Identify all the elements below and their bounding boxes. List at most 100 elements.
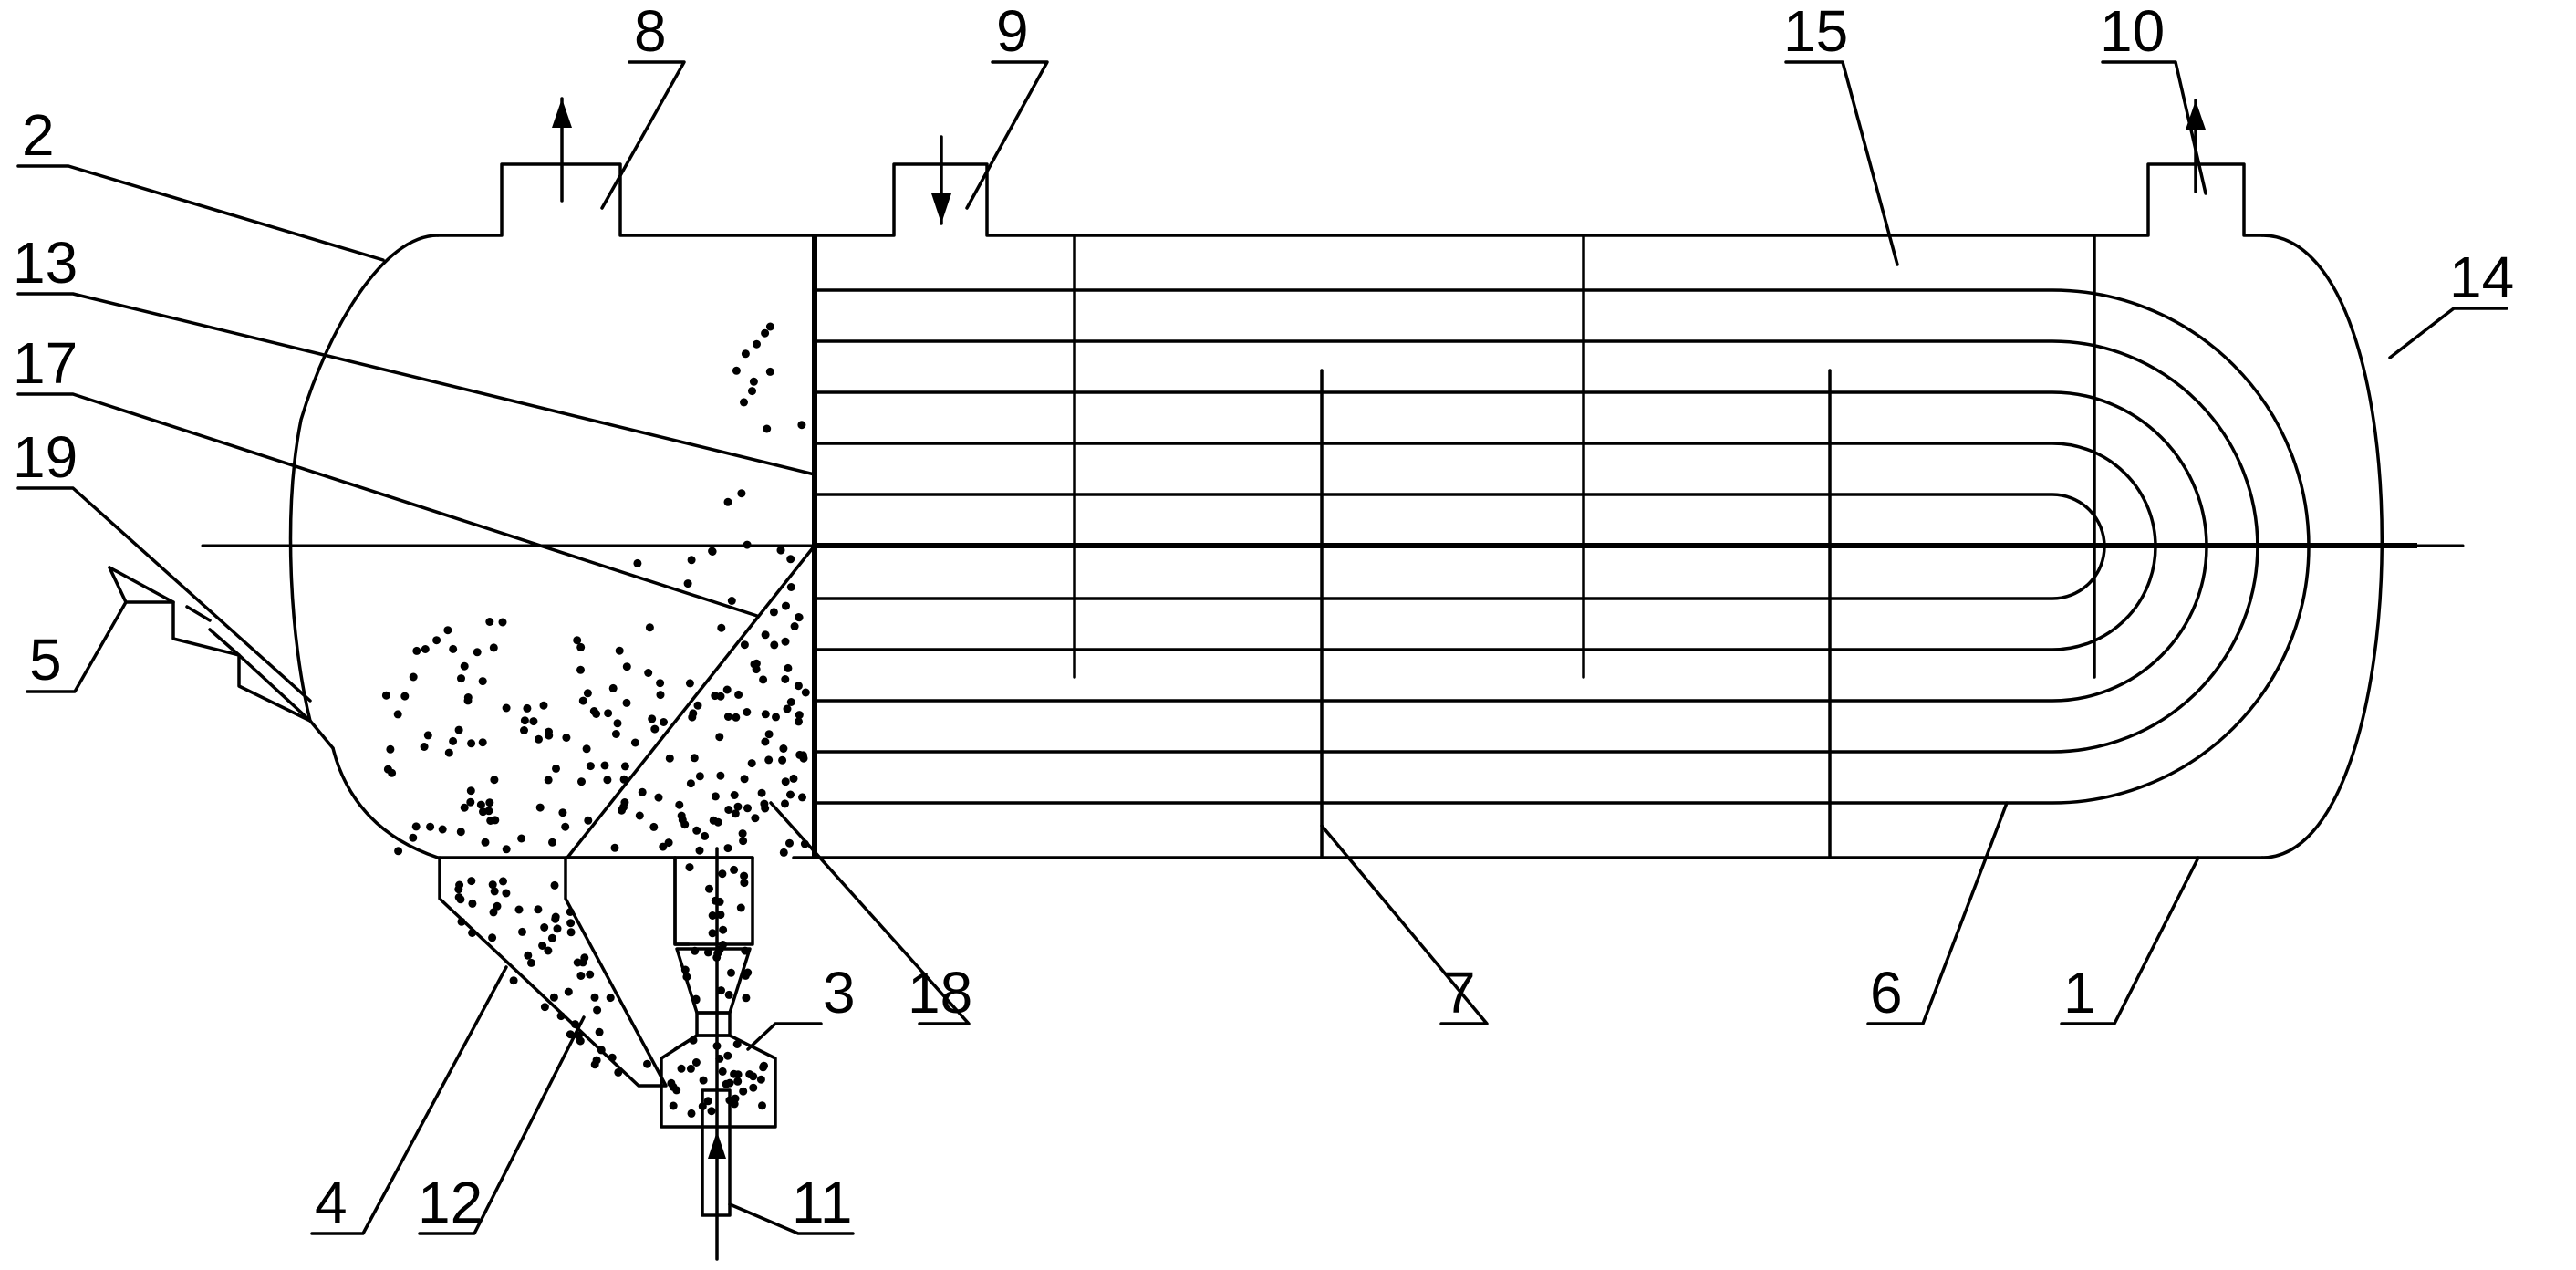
particle [444,748,453,757]
particle [727,597,736,605]
particle [786,790,795,799]
particle [386,744,395,754]
label-19: 19 [13,424,78,490]
particle [478,738,487,747]
particle [610,843,619,852]
label-1: 1 [2063,960,2096,1025]
particle [781,777,790,786]
particle [795,613,803,621]
particle [722,1079,731,1088]
particle [736,903,745,912]
particle [723,713,732,721]
particle [723,497,732,506]
particle [765,367,774,376]
particle [763,424,772,433]
particle [705,884,713,893]
label-17: 17 [13,330,78,396]
particle [502,703,511,713]
particle [466,786,475,796]
particle [538,942,547,950]
particle [715,897,724,906]
particle [765,322,774,331]
particle [698,1102,707,1111]
particle [393,710,402,719]
particle [711,792,720,801]
particle [608,683,618,692]
particle [680,820,690,829]
particle [576,665,585,674]
particle [761,630,770,640]
baffles [1073,234,1832,859]
particle [690,754,699,763]
label-4: 4 [315,1170,348,1235]
particle [619,775,628,784]
particle [781,637,790,646]
particle [479,807,487,817]
particle [770,640,779,650]
particle [692,826,701,835]
particle [680,965,690,974]
particle [659,842,668,851]
particle [722,685,732,694]
particle [449,644,458,653]
particle [476,800,485,809]
particle [449,736,458,745]
particle [688,713,697,722]
particle [456,828,465,837]
particle [741,349,750,359]
particle [669,1101,678,1110]
particle [493,901,502,911]
particle [801,688,810,697]
particle [499,877,507,886]
particle [730,865,739,874]
particle [556,1012,566,1021]
particle [613,719,622,728]
particle [675,800,684,809]
particle [686,1064,695,1073]
particle [752,659,761,668]
label-6: 6 [1870,960,1903,1025]
particle [686,779,695,788]
particle [691,946,700,955]
particle [498,618,507,627]
particle [682,973,691,982]
nozzle-arrows [552,97,2206,225]
particle [732,713,741,722]
particle [467,877,476,886]
particle [573,636,582,645]
particle [620,762,629,771]
particle [603,776,612,785]
particle [798,793,806,802]
label-7: 7 [1443,960,1476,1025]
particle [734,690,743,699]
particle [743,540,752,549]
particle [785,838,794,848]
particle [794,682,803,691]
particle [685,679,694,688]
particle [756,1075,765,1084]
particle [421,645,430,653]
particle [783,704,792,713]
particle [730,1069,739,1078]
particle [695,772,704,781]
particle [454,725,463,734]
particle [717,623,726,632]
particle [463,696,473,705]
particle [649,822,659,831]
particle [423,731,432,740]
particle [456,895,465,904]
particle [786,583,795,591]
particle [481,838,490,847]
particle [650,724,660,734]
particle [761,737,770,746]
particle [786,698,795,706]
particle [769,608,778,617]
particle [549,993,558,1002]
particle [747,759,756,768]
particle [656,691,665,700]
label-15: 15 [1783,0,1848,64]
particle [713,817,722,827]
particle [691,995,701,1005]
particle [708,929,717,938]
particle [742,994,751,1003]
